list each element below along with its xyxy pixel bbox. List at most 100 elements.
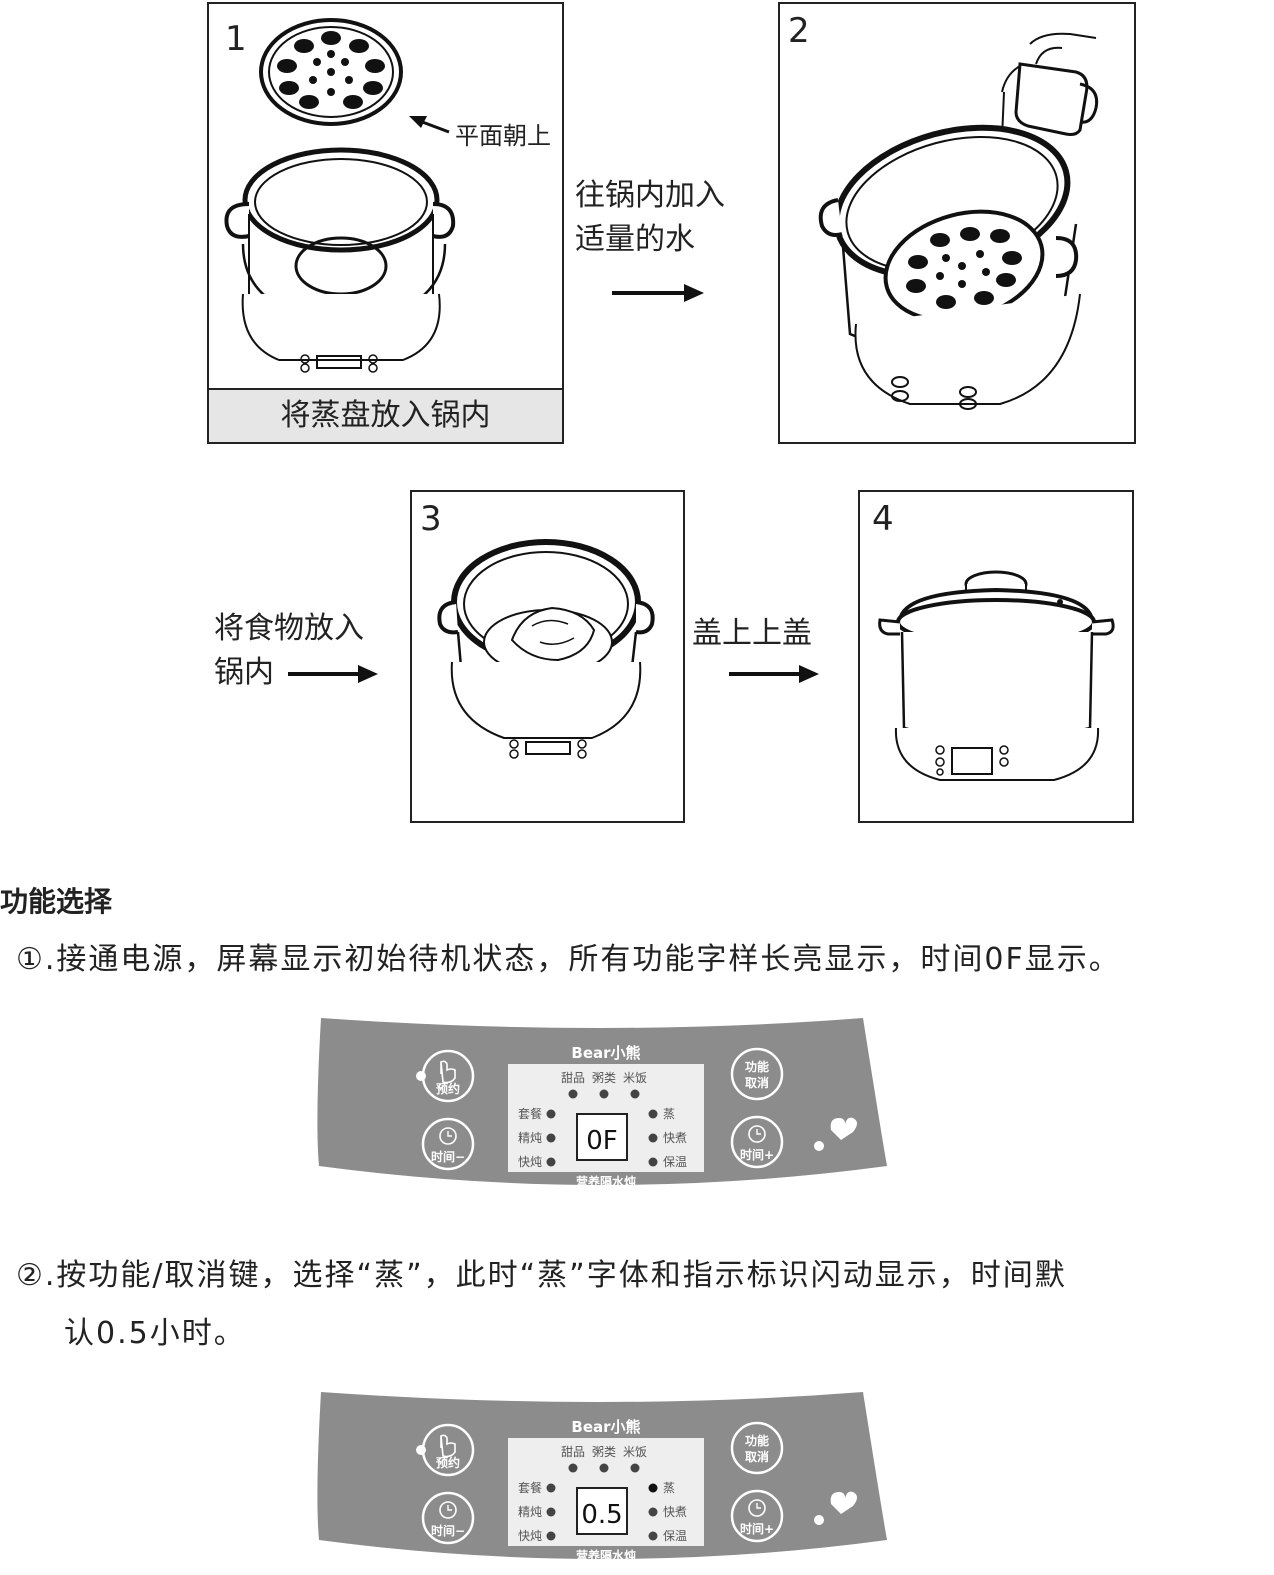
mode-label: 甜品	[561, 1071, 585, 1085]
hand-touch-icon	[440, 1434, 456, 1458]
mode-indicator	[648, 1531, 658, 1541]
mode-indicator	[599, 1463, 609, 1473]
step-number: 2	[788, 11, 810, 51]
mode-label: 快煮	[663, 1131, 687, 1145]
function-cancel-button-label: 取消	[745, 1075, 769, 1090]
mode-label: 快煮	[663, 1505, 687, 1519]
mode-label: 甜品	[561, 1445, 585, 1459]
paragraph-2-line-2: 认0.5小时。	[64, 1316, 246, 1351]
step-number: 3	[420, 499, 442, 539]
time-plus-button[interactable]: 时间+	[730, 1115, 784, 1169]
mode-indicator	[648, 1109, 658, 1119]
steam-plate-and-pot-illustration	[224, 18, 456, 373]
mode-indicator	[648, 1507, 658, 1517]
time-minus-button[interactable]: 时间−	[421, 1491, 475, 1545]
function-cancel-button-ring	[730, 1047, 784, 1101]
dot-decoration-icon	[814, 1141, 824, 1151]
step-1-panel: 1 平面朝上 将蒸盘放入锅内	[207, 2, 564, 444]
lidded-pot-illustration	[878, 570, 1115, 781]
step-1-caption: 将蒸盘放入锅内	[209, 388, 562, 442]
arrow-1-label-line1: 往锅内加入	[575, 178, 725, 213]
time-plus-button-label: 时间+	[740, 1147, 774, 1162]
time-display: 0F	[586, 1126, 618, 1156]
pour-water-pot-illustration	[818, 32, 1099, 410]
brand-logo: Bear小熊	[571, 1418, 640, 1436]
section-title: 功能选择	[0, 885, 113, 918]
plate-face-up-note: 平面朝上	[455, 122, 551, 150]
step-2-panel: 2	[778, 2, 1136, 444]
mode-label: 米饭	[623, 1445, 647, 1459]
reserve-indicator	[416, 1071, 426, 1081]
mode-label: 蒸	[663, 1107, 675, 1121]
step-number: 4	[872, 499, 894, 539]
dot-decoration-icon	[814, 1515, 824, 1525]
mode-label: 快炖	[518, 1529, 542, 1543]
control-panel-standby: Bear小熊甜品粥类米饭套餐精炖快炖蒸快煮保温0F营养隔水炖预约时间−功能取消时…	[317, 1018, 887, 1189]
mode-label: 套餐	[518, 1106, 542, 1121]
paragraph-2-line-1: ②.按功能/取消键，选择“蒸”，此时“蒸”字体和指示标识闪动显示，时间默	[16, 1258, 1067, 1293]
mode-indicator	[648, 1483, 658, 1493]
time-display: 0.5	[581, 1500, 622, 1530]
step-3-panel: 3	[410, 490, 685, 823]
mode-label: 快炖	[518, 1155, 542, 1169]
time-minus-button-ring	[421, 1117, 475, 1171]
mode-indicator	[568, 1089, 578, 1099]
mode-indicator	[568, 1463, 578, 1473]
arrow-2-label-line1: 将食物放入	[214, 611, 364, 646]
clock-icon	[748, 1125, 766, 1143]
mode-label: 粥类	[592, 1445, 616, 1459]
time-plus-button-label: 时间+	[740, 1521, 774, 1536]
paragraph-1: ①.接通电源，屏幕显示初始待机状态，所有功能字样长亮显示，时间0F显示。	[16, 942, 1121, 977]
time-minus-button-label: 时间−	[431, 1523, 465, 1538]
clock-hands-icon	[756, 1503, 761, 1509]
hand-touch-icon	[440, 1060, 456, 1084]
function-cancel-button-label: 功能	[745, 1433, 769, 1448]
arrow-3-label: 盖上上盖	[692, 616, 812, 651]
footer-label: 营养隔水炖	[576, 1548, 636, 1563]
brand-logo: Bear小熊	[571, 1044, 640, 1062]
mode-label: 精炖	[518, 1505, 542, 1519]
clock-icon	[748, 1499, 766, 1517]
mode-indicator	[546, 1483, 556, 1493]
arrow-1-label-line2: 适量的水	[575, 222, 695, 257]
clock-hands-icon	[447, 1505, 452, 1511]
step-4-panel: 4	[858, 490, 1134, 823]
mode-label: 保温	[663, 1155, 687, 1169]
time-minus-button-label: 时间−	[431, 1149, 465, 1164]
reserve-button-label: 预约	[436, 1455, 460, 1470]
mode-indicator	[630, 1463, 640, 1473]
mode-indicator	[546, 1109, 556, 1119]
heart-decoration-icon	[830, 1117, 857, 1140]
mode-label: 米饭	[623, 1071, 647, 1085]
mode-label: 精炖	[518, 1131, 542, 1145]
mode-indicator	[648, 1133, 658, 1143]
reserve-indicator	[416, 1445, 426, 1455]
mode-indicator	[599, 1089, 609, 1099]
time-plus-button-ring	[730, 1489, 784, 1543]
clock-icon	[439, 1127, 457, 1145]
mode-indicator	[546, 1157, 556, 1167]
time-display-frame	[576, 1487, 628, 1535]
mode-indicator	[546, 1507, 556, 1517]
mode-indicator	[648, 1157, 658, 1167]
footer-label: 营养隔水炖	[576, 1174, 636, 1189]
time-minus-button[interactable]: 时间−	[421, 1117, 475, 1171]
heart-decoration-icon	[830, 1491, 857, 1514]
time-plus-button[interactable]: 时间+	[730, 1489, 784, 1543]
mode-label: 粥类	[592, 1071, 616, 1085]
time-display-frame	[576, 1113, 628, 1161]
time-minus-button-ring	[421, 1491, 475, 1545]
arrow-3-icon	[729, 665, 819, 683]
add-food-pot-illustration	[437, 539, 655, 759]
mode-label: 保温	[663, 1529, 687, 1543]
function-cancel-button-ring	[730, 1421, 784, 1475]
mode-indicator	[630, 1089, 640, 1099]
mode-indicator	[546, 1531, 556, 1541]
control-panel-steam-selected: Bear小熊甜品粥类米饭套餐精炖快炖蒸快煮保温0.5营养隔水炖预约时间−功能取消…	[317, 1392, 887, 1563]
arrow-1-icon	[612, 284, 704, 302]
mode-indicator	[546, 1133, 556, 1143]
function-cancel-button-label: 功能	[745, 1059, 769, 1074]
function-cancel-button-label: 取消	[745, 1449, 769, 1464]
